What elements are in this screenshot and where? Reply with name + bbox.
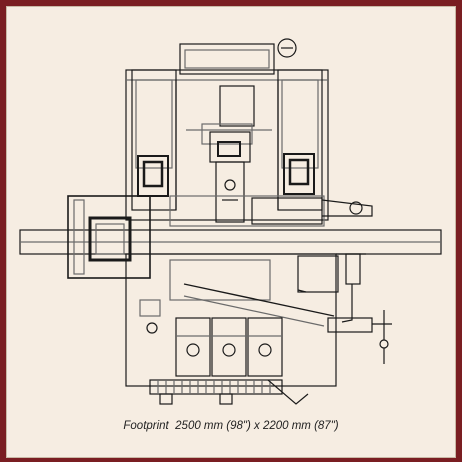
cross-beam — [169, 195, 325, 227]
motor-head — [219, 85, 255, 127]
figure-panel — [6, 6, 456, 458]
top-knob — [277, 38, 297, 58]
left-feed-box — [67, 195, 151, 279]
caption: Footprint 2500 mm (98") x 2200 mm (87") — [0, 420, 462, 432]
station-1 — [175, 317, 211, 377]
centre-column — [215, 161, 245, 223]
footprint-caption: Footprint 2500 mm (98") x 2200 mm (87") — [123, 420, 339, 432]
angled-guide — [183, 283, 335, 317]
left-carriage — [137, 155, 169, 197]
main-frame — [125, 69, 329, 221]
right-cam — [349, 201, 363, 215]
right-arm — [341, 284, 353, 323]
spindle-block — [209, 131, 251, 163]
handwheel — [379, 339, 389, 349]
station-2 — [211, 317, 247, 377]
station-3 — [247, 317, 283, 377]
right-clamp — [327, 317, 373, 333]
bottom-rail — [149, 379, 283, 395]
top-housing — [179, 43, 275, 75]
top-housing-inner — [184, 49, 270, 69]
left-feed-window — [88, 216, 132, 262]
right-lower-block — [297, 255, 339, 293]
lower-frame — [125, 253, 337, 387]
right-slide — [251, 197, 323, 225]
right-carriage — [283, 153, 315, 195]
bottom-linkage — [267, 379, 309, 405]
